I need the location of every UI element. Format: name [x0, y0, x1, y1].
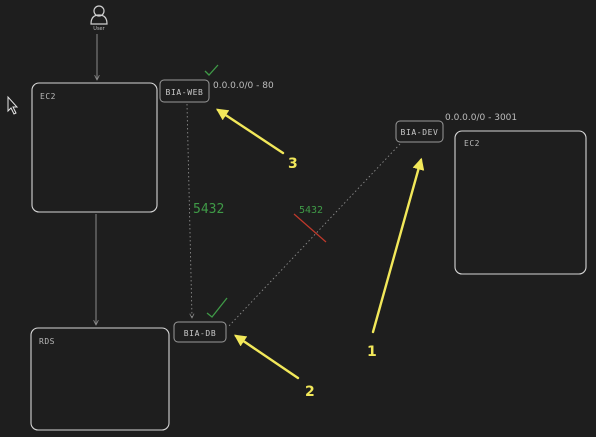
user-label: User [93, 26, 105, 32]
annotation-arrow-2 [234, 334, 300, 380]
annotation-arrow-3 [215, 108, 285, 155]
ec2-left-label: EC2 [40, 92, 56, 101]
annotation-number-3: 3 [288, 156, 298, 172]
sg-bia-dev[interactable] [395, 120, 444, 143]
rds-label: RDS [39, 337, 55, 346]
sg-bia-db-label: BIA-DB [184, 329, 217, 338]
annotation-arrow-1 [371, 157, 425, 334]
ec2-left-box[interactable] [31, 82, 158, 213]
ec2-right-box[interactable] [454, 130, 587, 275]
sg-bia-dev-rule: 0.0.0.0/0 - 3001 [445, 113, 517, 123]
checkmark-icon [206, 297, 228, 318]
user-icon [90, 5, 108, 25]
dev-to-db-connection [227, 143, 401, 328]
web-to-db-connection [186, 103, 192, 318]
sg-bia-dev-label: BIA-DEV [401, 128, 439, 137]
dev-to-db-port: 5432 [299, 205, 323, 216]
sg-bia-db[interactable] [173, 321, 227, 343]
annotation-number-1: 1 [367, 344, 377, 360]
cursor-icon [7, 95, 19, 115]
rds-box[interactable] [30, 327, 170, 431]
annotation-number-2: 2 [305, 384, 315, 400]
sg-bia-web-label: BIA-WEB [166, 88, 204, 97]
sg-bia-web[interactable] [159, 79, 210, 103]
web-to-db-port: 5432 [193, 202, 224, 217]
ec2-right-label: EC2 [464, 139, 480, 148]
blocked-slash [293, 213, 327, 243]
checkmark-icon [204, 64, 219, 76]
sg-bia-web-rule: 0.0.0.0/0 - 80 [213, 81, 274, 91]
